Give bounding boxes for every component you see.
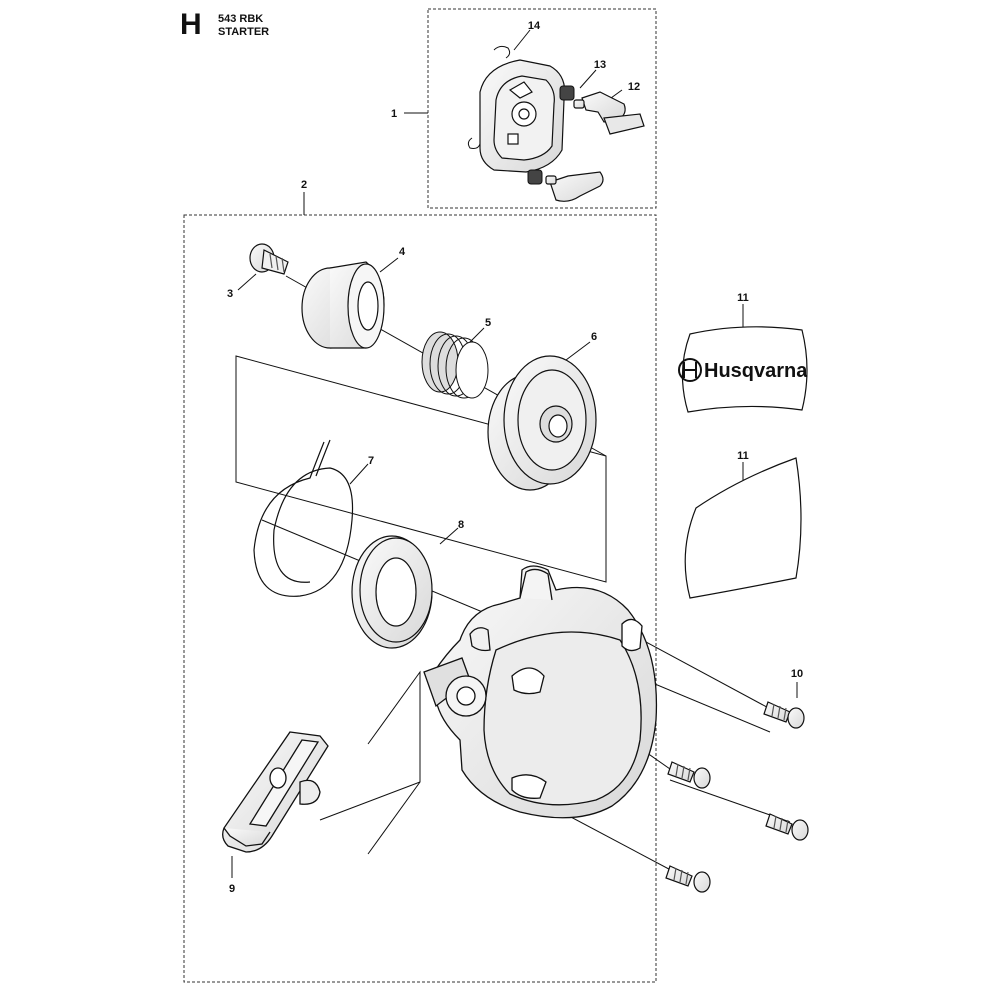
decal-brand-text: Husqvarna	[704, 360, 808, 382]
pawl-carrier	[479, 59, 566, 173]
recoil-spring	[421, 331, 489, 399]
leader-8	[439, 527, 459, 545]
callout-11-top: 11	[737, 292, 749, 304]
diagram-title: STARTER	[218, 26, 270, 38]
model-name: 543 RBK	[218, 13, 264, 25]
sheave-group-outline	[235, 355, 607, 583]
callout-10: 10	[791, 668, 803, 680]
callout-9: 9	[229, 883, 235, 895]
callout-3: 3	[227, 288, 233, 300]
starter-housing	[423, 565, 658, 819]
callout-5: 5	[485, 317, 491, 329]
washer	[351, 535, 433, 649]
leader-3	[237, 273, 257, 291]
leader-14	[513, 29, 531, 51]
callout-13: 13	[594, 59, 606, 71]
circlip	[467, 45, 511, 149]
husqvarna-decal: Husqvarna	[678, 326, 808, 413]
rope-pulley	[487, 355, 597, 491]
callout-8: 8	[458, 519, 464, 531]
leader-6	[565, 341, 591, 361]
housing-screw-3	[765, 813, 809, 841]
callout-2: 2	[301, 179, 307, 191]
callout-14: 14	[528, 20, 541, 32]
pawl	[545, 91, 645, 202]
leader-7	[349, 463, 369, 485]
callout-1: 1	[391, 108, 397, 120]
callout-4: 4	[399, 246, 406, 258]
callout-11-bottom: 11	[737, 450, 749, 462]
callout-6: 6	[591, 331, 597, 343]
callout-7: 7	[368, 455, 374, 467]
housing-screw-4	[665, 865, 711, 893]
starter-handle	[222, 731, 329, 853]
handle-group-outline	[367, 670, 421, 855]
section-letter: H	[180, 8, 202, 41]
husqvarna-logo-icon	[678, 358, 702, 382]
shoulder-screw	[249, 243, 289, 275]
leader-4	[379, 257, 399, 273]
starter-rope	[253, 439, 354, 597]
pawl-assembly-box	[427, 8, 657, 209]
starter-assembly-box	[183, 214, 657, 983]
housing-screw-2	[667, 761, 711, 789]
blank-decal	[684, 457, 802, 599]
pawl-spring	[527, 85, 575, 185]
bushing	[301, 261, 385, 349]
leader-13	[579, 69, 597, 89]
housing-screw	[763, 701, 805, 729]
callout-12: 12	[628, 81, 640, 93]
